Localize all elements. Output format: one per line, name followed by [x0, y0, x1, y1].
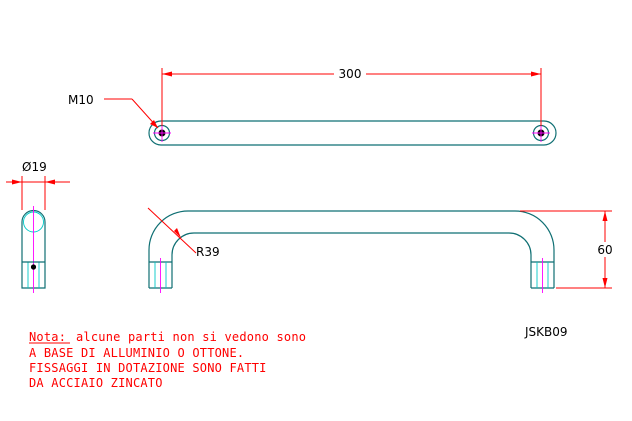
top-view-bar-outline	[148, 120, 557, 146]
product-code: JSKB09	[524, 325, 568, 339]
note-block: Nota: alcune parti non si vedono sono A …	[29, 330, 306, 390]
front-view-outer-profile	[148, 210, 555, 288]
top-view: 300 M10	[68, 66, 557, 146]
diameter-arrow-left	[12, 179, 22, 185]
note-line-3: FISSAGGI IN DOTAZIONE SONO FATTI	[29, 361, 267, 375]
radius-leader-arrow	[174, 228, 181, 238]
length-arrow-left	[162, 71, 172, 77]
end-view: Ø19	[6, 160, 70, 293]
end-view-screw-hole	[30, 264, 37, 270]
length-arrow-right	[531, 71, 541, 77]
note-line-4: DA ACCIAIO ZINCATO	[29, 376, 163, 390]
radius-label: R39	[196, 245, 220, 259]
length-label: 300	[339, 67, 362, 81]
length-label-bg	[334, 66, 366, 80]
thread-leader-arrow	[150, 120, 158, 128]
diameter-label: Ø19	[22, 160, 47, 174]
note-line-1: alcune parti non si vedono sono	[76, 330, 306, 344]
radius-leader	[147, 207, 197, 254]
front-view-inner-profile	[171, 232, 532, 288]
front-view: R39 60	[147, 207, 617, 293]
note-line-2: A BASE DI ALLUMINIO O OTTONE.	[29, 346, 244, 360]
end-view-outline	[21, 209, 46, 289]
thread-label: M10	[68, 93, 94, 107]
height-label-bg	[593, 242, 617, 257]
height-arrow-bottom	[602, 278, 608, 288]
height-label: 60	[597, 243, 612, 257]
height-arrow-top	[602, 211, 608, 221]
diameter-arrow-right	[45, 179, 55, 185]
note-label: Nota:	[29, 330, 66, 344]
